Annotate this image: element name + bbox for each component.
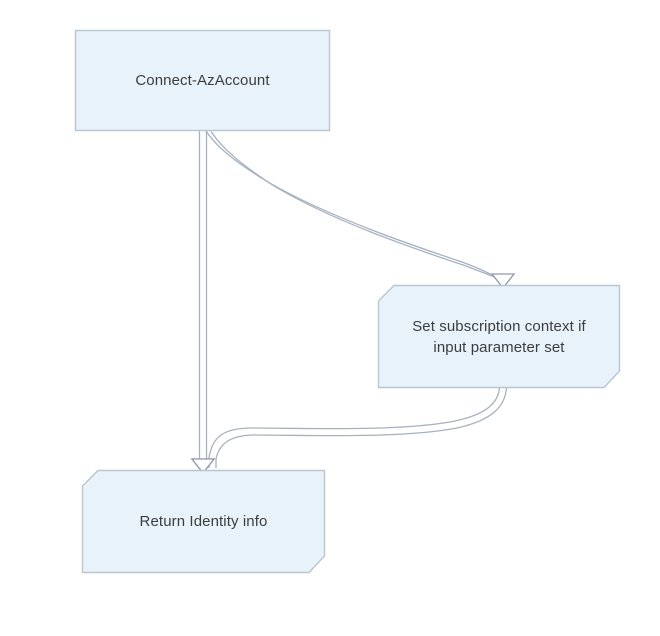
connector-line-inner: [205, 130, 501, 284]
connector-line-outer: [210, 131, 507, 284]
set-subscription-context-shape: [377, 284, 621, 389]
connector-line-outer: [215, 387, 508, 468]
arrowhead-open-triangle-down: [190, 458, 216, 475]
connect-azaccount-shape: [74, 29, 331, 132]
connector-connect-to-subscription[interactable]: [205, 130, 516, 290]
return-identity-info-node[interactable]: [81, 469, 326, 574]
connect-azaccount-node[interactable]: [74, 29, 331, 132]
return-identity-info-shape: [81, 469, 326, 574]
set-subscription-context-node[interactable]: [377, 284, 621, 389]
arrowhead-open-triangle-down: [490, 273, 516, 290]
connector-connect-to-return[interactable]: [190, 131, 216, 475]
connector-subscription-to-return[interactable]: [190, 387, 508, 475]
connector-line-inner: [208, 387, 501, 468]
